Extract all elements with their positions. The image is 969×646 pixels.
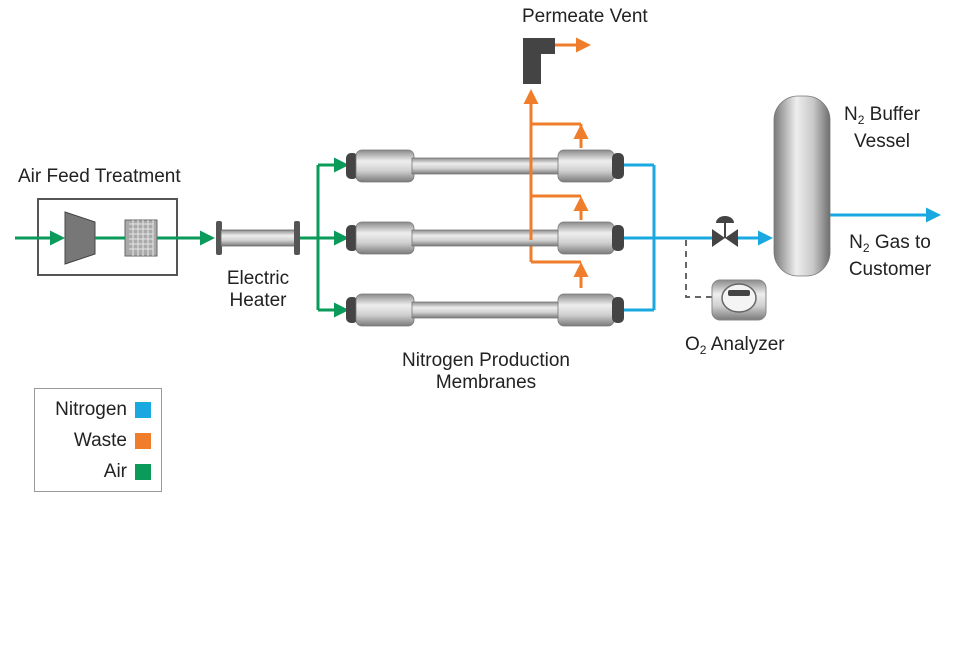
air-flow-lines (15, 157, 349, 318)
o2-analyzer-label: O2 Analyzer (685, 334, 785, 357)
legend-label: Waste (73, 430, 127, 451)
membrane-top (346, 149, 624, 183)
air-feed-treatment-label: Air Feed Treatment (18, 166, 181, 187)
n2-buffer-vessel (773, 95, 831, 277)
electric-heater (216, 221, 300, 255)
analyzer-dial-icon (711, 279, 767, 321)
filter-icon (124, 219, 158, 257)
permeate-vent (523, 38, 555, 84)
membrane-middle (346, 221, 624, 255)
legend-swatch-waste (135, 433, 151, 449)
electric-heater-label: Electric Heater (226, 268, 290, 311)
valve-icon (712, 216, 738, 247)
legend-label: Nitrogen (55, 399, 127, 420)
analyzer-signal-line (685, 240, 712, 298)
n2-buffer-vessel-label: N2 Buffer Vessel (843, 104, 921, 152)
membranes-label: Nitrogen Production Membranes (402, 350, 570, 393)
nitrogen-flow-lines (624, 163, 941, 312)
membrane-bottom (346, 293, 624, 327)
n2-gas-to-customer-label: N2 Gas to Customer (848, 232, 932, 280)
legend-swatch-nitrogen (135, 402, 151, 418)
legend-item-nitrogen: Nitrogen (55, 399, 151, 421)
legend-item-air: Air (104, 461, 151, 483)
legend-swatch-air (135, 464, 151, 480)
permeate-vent-label: Permeate Vent (522, 6, 648, 27)
compressor-icon (64, 211, 96, 265)
legend-label: Air (103, 461, 127, 482)
legend-item-waste: Waste (74, 430, 151, 452)
legend: Nitrogen Waste Air (34, 388, 162, 492)
